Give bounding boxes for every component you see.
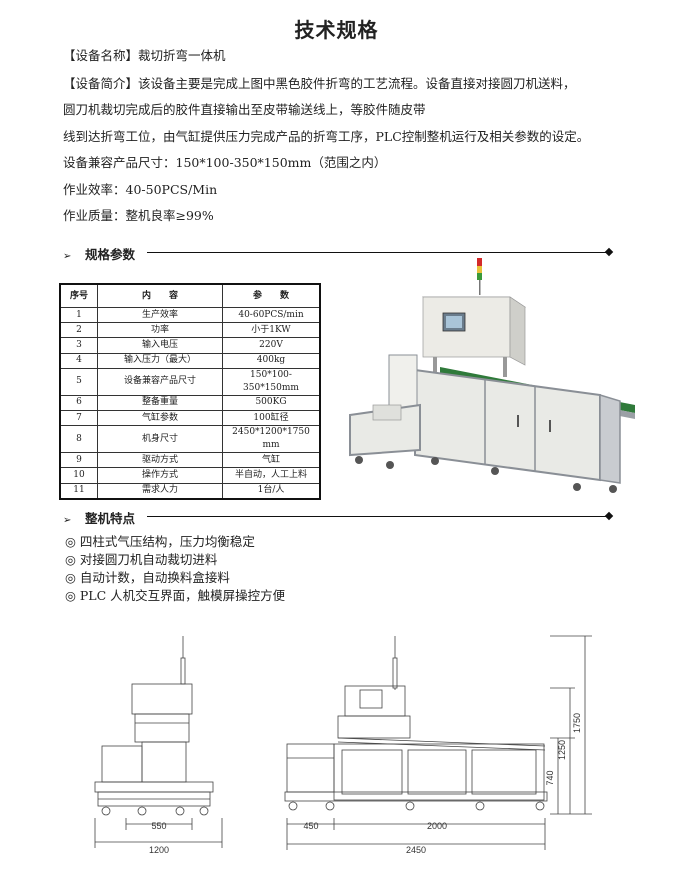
col-header-content: 内 容: [97, 283, 223, 308]
quality-line: 作业质量：整机良率≥99%: [63, 208, 214, 223]
bullet-arrow-icon: ➢: [63, 251, 72, 262]
cell-content: 输入压力（最大）: [97, 352, 223, 369]
features-heading-text: 整机特点: [85, 511, 136, 526]
cell-index: 2: [59, 322, 98, 339]
features-section-heading: ➢ 整机特点: [63, 508, 135, 527]
cell-index: 10: [59, 467, 98, 484]
cell-param: 40-60PCS/min: [222, 306, 321, 324]
cell-index: 8: [59, 425, 98, 454]
cell-index: 1: [59, 306, 98, 324]
cell-index: 5: [59, 367, 98, 396]
press-head: [422, 296, 511, 358]
dim-height-table: 740: [545, 770, 555, 785]
dim-front-total: 2450: [406, 845, 426, 855]
dim-height-body: 1250: [557, 740, 567, 760]
device-name-line: 【设备名称】裁切折弯一体机: [63, 48, 226, 63]
cell-content: 操作方式: [97, 467, 223, 484]
cell-param: 小于1KW: [222, 322, 321, 339]
features-heading-rule: [147, 516, 608, 517]
cell-param: 1台/人: [222, 482, 321, 500]
cell-param: 气缸: [222, 452, 321, 469]
efficiency-line: 作业效率：40-50PCS/Min: [63, 182, 218, 197]
cell-content: 功率: [97, 322, 223, 339]
feature-item: ◎ 自动计数，自动换料盒接料: [65, 570, 230, 585]
dim-side-total: 1200: [149, 845, 169, 855]
signal-light-green: [477, 273, 482, 280]
cell-index: 6: [59, 394, 98, 411]
cell-content: 机身尺寸: [97, 425, 223, 454]
front-view-drawing: [284, 635, 592, 850]
machine-render-image: [349, 258, 635, 493]
cell-content: 需求人力: [97, 482, 223, 500]
cell-index: 4: [59, 352, 98, 369]
feature-item: ◎ 对接圆刀机自动裁切进料: [65, 552, 218, 567]
cell-index: 7: [59, 409, 98, 427]
col-header-param: 参 数: [222, 283, 321, 308]
main-cabinet: [414, 368, 601, 482]
feature-item: ◎ PLC 人机交互界面，触模屏操控方便: [65, 588, 286, 603]
spec-heading-rule: [147, 252, 608, 253]
cell-content: 设备兼容产品尺寸: [97, 367, 223, 396]
dim-front-main: 2000: [427, 821, 447, 831]
page-title: 技术规格: [294, 18, 379, 42]
cell-param: 2450*1200*1750 mm: [222, 425, 321, 454]
side-view-drawing: [94, 636, 223, 848]
dim-side-inner: 550: [151, 821, 166, 831]
feature-item: ◎ 四柱式气压结构，压力均衡稳定: [65, 534, 255, 549]
signal-light-yellow: [477, 266, 482, 273]
cell-index: 9: [59, 452, 98, 469]
bullet-arrow-icon: ➢: [63, 515, 72, 526]
cell-param: 150*100-350*150mm: [222, 367, 321, 396]
compatible-size-line: 设备兼容产品尺寸：150*100-350*150mm（范围之内）: [63, 155, 387, 170]
technical-drawing: 550 1200 450 2000 2450 74: [94, 635, 592, 855]
cell-index: 3: [59, 337, 98, 354]
spec-section-heading: ➢ 规格参数: [63, 244, 135, 263]
cell-param: 220V: [222, 337, 321, 354]
cell-content: 整备重量: [97, 394, 223, 411]
col-header-index: 序号: [59, 283, 98, 308]
cell-param: 100缸径: [222, 409, 321, 427]
spec-heading-text: 规格参数: [85, 247, 136, 262]
cell-param: 半自动，人工上料: [222, 467, 321, 484]
spec-table-header-row: 序号 内 容 参 数: [59, 283, 321, 308]
dim-height-total: 1750: [572, 713, 582, 733]
signal-light-red: [477, 258, 482, 266]
cell-content: 生产效率: [97, 306, 223, 324]
cell-param: 400kg: [222, 352, 321, 369]
device-desc-line-1: 【设备简介】该设备主要是完成上图中黑色胶件折弯的工艺流程。设备直接对接圆刀机送料…: [63, 76, 576, 91]
rule-end-diamond-icon: [604, 511, 614, 521]
dim-front-left: 450: [303, 821, 318, 831]
cell-param: 500KG: [222, 394, 321, 411]
cell-index: 11: [59, 482, 98, 500]
cell-content: 气缸参数: [97, 409, 223, 427]
device-desc-line-3: 线到达折弯工位，由气缸提供压力完成产品的折弯工序，PLC控制整机运行及相关参数的…: [63, 129, 590, 144]
device-desc-line-2: 圆刀机裁切完成后的胶件直接输出至皮带输送线上，等胶件随皮带: [63, 102, 426, 117]
cell-content: 输入电压: [97, 337, 223, 354]
cell-content: 驱动方式: [97, 452, 223, 469]
